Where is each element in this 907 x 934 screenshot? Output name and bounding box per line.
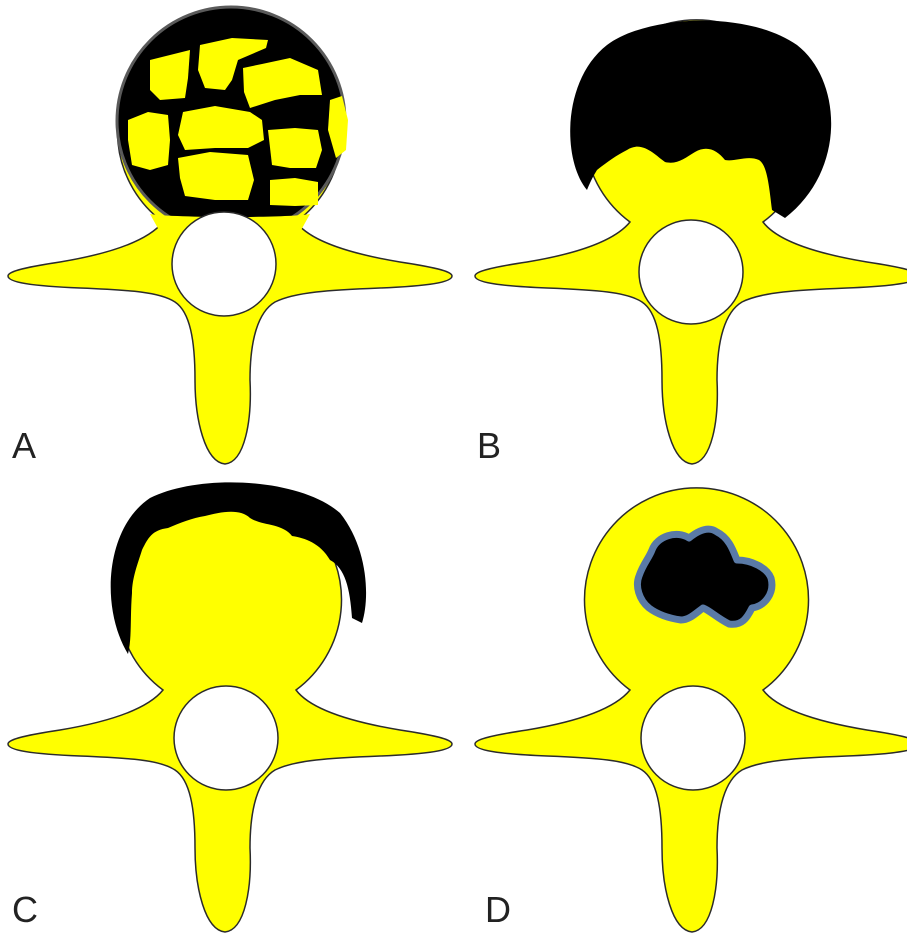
- island: [268, 128, 322, 168]
- spinal-canal-b: [639, 220, 743, 324]
- panel-d: [475, 488, 907, 932]
- panel-a: [8, 7, 452, 464]
- island: [178, 152, 254, 200]
- panel-label-d: D: [485, 892, 511, 928]
- spinal-canal-c: [174, 686, 278, 790]
- spinal-canal-a: [172, 212, 276, 316]
- panel-b: [475, 20, 907, 464]
- panel-label-c: C: [12, 892, 38, 928]
- panel-label-a: A: [12, 428, 36, 464]
- panel-label-b: B: [477, 428, 501, 464]
- island: [128, 112, 170, 170]
- spinal-canal-d: [641, 686, 745, 790]
- island: [270, 178, 318, 206]
- panel-c: [8, 482, 452, 932]
